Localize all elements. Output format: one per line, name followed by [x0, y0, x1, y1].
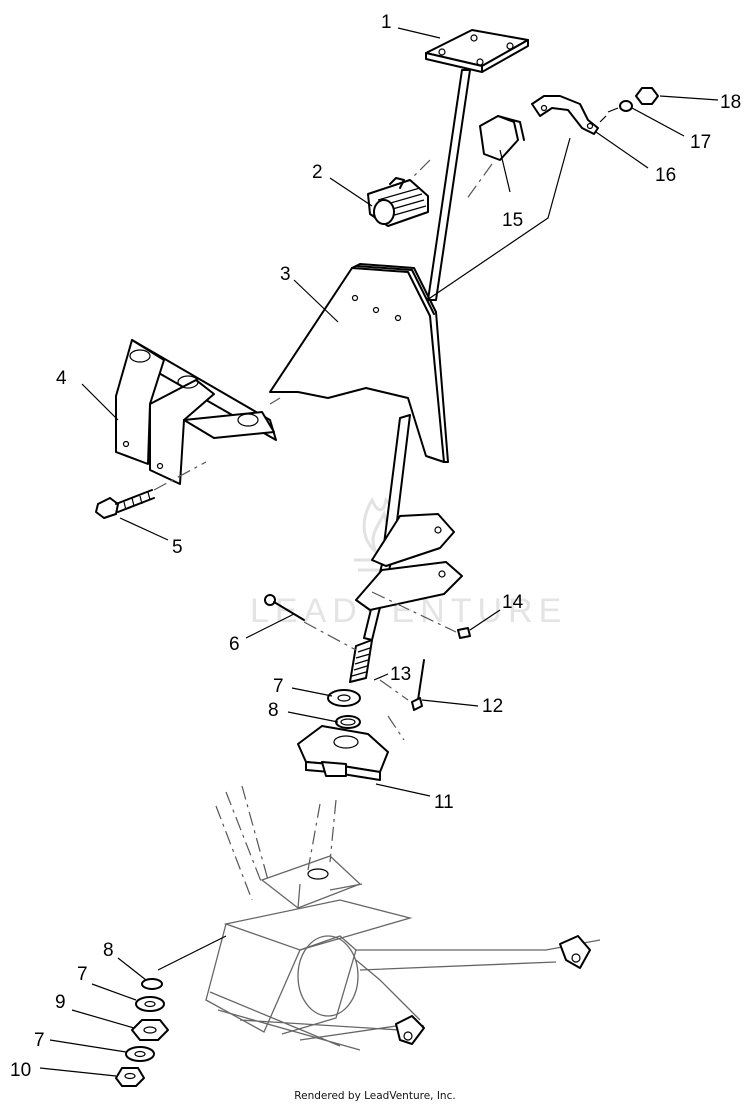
callout-8-lower: 8	[103, 940, 114, 961]
part-nut-9	[131, 1019, 169, 1041]
part-bolt-14	[457, 627, 471, 639]
part-grommet	[367, 177, 429, 227]
part-pin	[411, 659, 425, 711]
callout-2: 2	[312, 162, 323, 183]
callout-8-upper: 8	[268, 700, 279, 721]
part-washer-7-upper	[327, 689, 361, 707]
callout-9: 9	[55, 992, 66, 1013]
callout-7-upper: 7	[273, 676, 284, 697]
callout-12: 12	[482, 696, 503, 717]
callout-18: 18	[720, 92, 741, 113]
footer-credit: Rendered by LeadVenture, Inc.	[294, 1090, 456, 1102]
part-dash-bracket	[115, 339, 277, 485]
part-u-clamp-16	[531, 95, 599, 135]
part-long-bolt	[264, 594, 305, 621]
part-splined-shaft	[349, 639, 373, 683]
callout-11: 11	[434, 792, 454, 813]
callout-6: 6	[229, 634, 240, 655]
callout-1: 1	[381, 12, 392, 33]
part-bearing-block	[297, 725, 389, 781]
callout-4: 4	[56, 368, 67, 389]
callout-labels: 1 2 3 4 5 6 7 8 11 12 13 14 15 16 17 18 …	[10, 12, 741, 1081]
leader-lines	[39, 27, 719, 1077]
callout-16: 16	[655, 165, 676, 186]
part-o-ring-8-lower	[141, 978, 163, 990]
frame-ghost	[205, 785, 601, 1051]
part-castle-nut-10	[115, 1067, 145, 1087]
callout-3: 3	[280, 264, 291, 285]
part-hex-bolt	[95, 489, 155, 519]
part-o-ring-8-upper	[335, 715, 361, 729]
part-washer-17	[619, 100, 633, 112]
callout-14: 14	[502, 592, 524, 613]
callout-17: 17	[690, 132, 711, 153]
callout-10: 10	[10, 1060, 31, 1081]
part-nut-18	[635, 87, 659, 105]
part-washer-7-lower-a	[135, 996, 165, 1012]
callout-7-lower-a: 7	[77, 964, 88, 985]
part-clamp-block-15	[479, 115, 525, 161]
part-pitman-arms	[355, 513, 463, 611]
callout-15: 15	[502, 210, 523, 231]
assembly-lines	[153, 107, 619, 971]
part-washer-7-lower-b	[125, 1046, 155, 1062]
callout-7-lower-b: 7	[34, 1030, 45, 1051]
callout-5: 5	[172, 537, 183, 558]
part-dash-panel	[269, 263, 449, 463]
callout-13: 13	[390, 664, 411, 685]
